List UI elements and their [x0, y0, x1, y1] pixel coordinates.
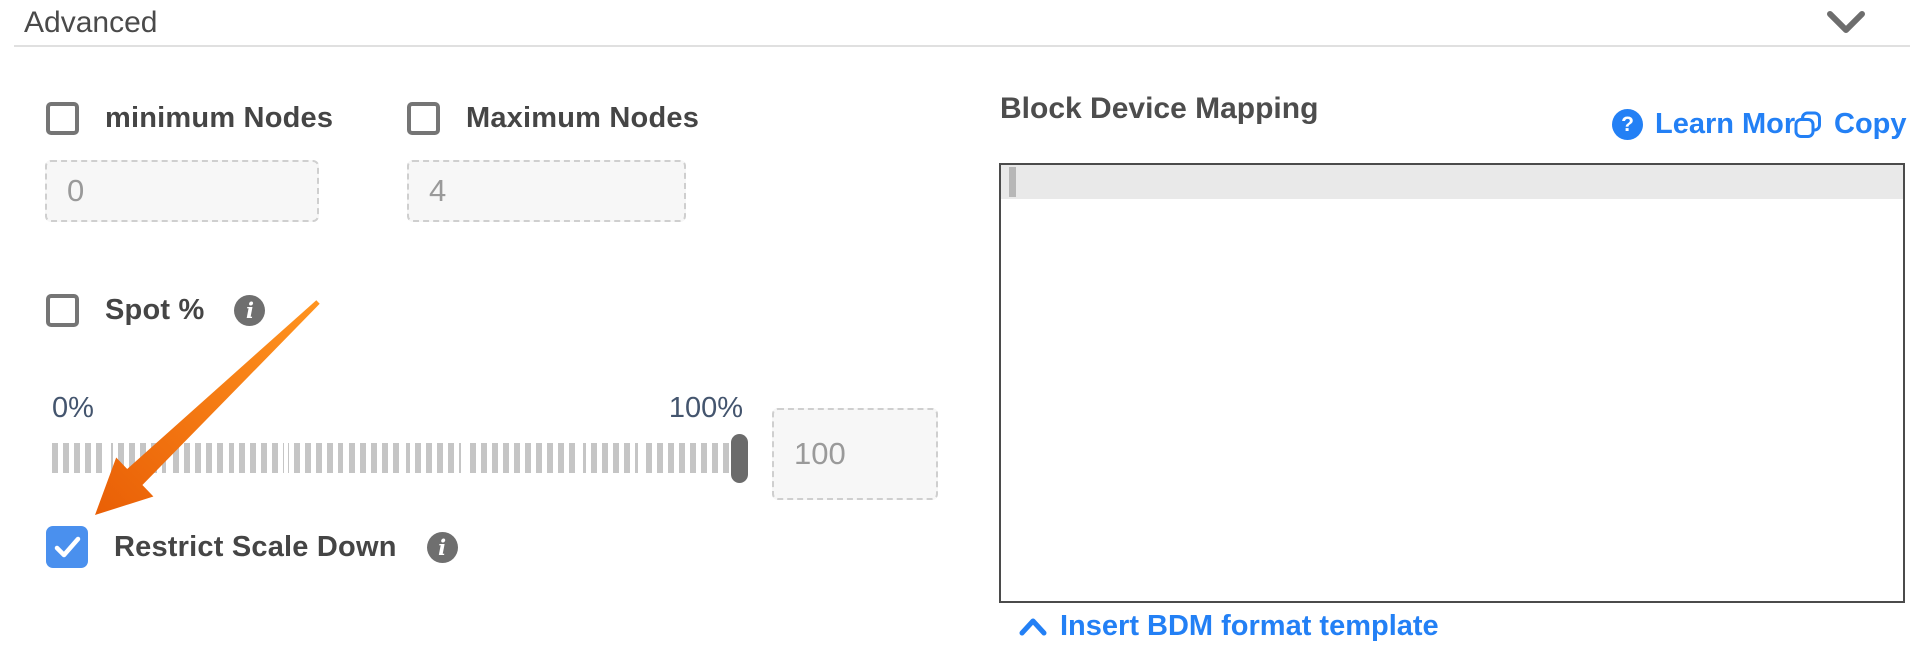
minimum-nodes-row: minimum Nodes: [46, 102, 333, 135]
slider-min-label: 0%: [52, 392, 94, 424]
minimum-nodes-checkbox[interactable]: [46, 102, 79, 135]
copy-label: Copy: [1834, 108, 1907, 140]
insert-bdm-template-label: Insert BDM format template: [1060, 610, 1439, 642]
maximum-nodes-checkbox[interactable]: [407, 102, 440, 135]
spot-row: Spot % i: [46, 294, 266, 327]
info-icon[interactable]: i: [234, 295, 266, 326]
bdm-title: Block Device Mapping: [1000, 92, 1319, 125]
copy-button[interactable]: Copy: [1794, 108, 1907, 141]
spot-percentage-input[interactable]: [772, 408, 938, 500]
copy-icon: [1794, 111, 1821, 138]
bdm-editor[interactable]: [999, 163, 1905, 603]
restrict-scale-down-checkbox[interactable]: [46, 526, 88, 568]
checkmark-icon: [54, 536, 81, 558]
editor-active-line: [1001, 165, 1903, 199]
learn-more-link[interactable]: ? Learn More: [1612, 108, 1811, 141]
question-icon: ?: [1612, 109, 1643, 140]
chevron-down-icon[interactable]: [1826, 8, 1866, 36]
maximum-nodes-input[interactable]: [407, 160, 686, 222]
slider-max-label: 100%: [668, 392, 743, 424]
info-icon[interactable]: i: [426, 531, 458, 563]
restrict-scale-down-label: Restrict Scale Down: [114, 530, 397, 563]
section-divider: [14, 45, 1910, 47]
minimum-nodes-input[interactable]: [45, 160, 319, 222]
slider-handle[interactable]: [731, 434, 748, 483]
spot-percentage-slider[interactable]: [52, 443, 740, 473]
editor-caret: [1009, 167, 1016, 197]
chevron-up-icon: [1019, 618, 1047, 635]
insert-bdm-template-link[interactable]: Insert BDM format template: [1018, 610, 1439, 643]
spot-checkbox[interactable]: [46, 294, 79, 327]
minimum-nodes-label: minimum Nodes: [105, 102, 334, 134]
learn-more-label: Learn More: [1655, 108, 1812, 140]
accordion-title: Advanced: [24, 6, 158, 39]
maximum-nodes-row: Maximum Nodes: [407, 102, 699, 135]
restrict-scale-down-row: Restrict Scale Down i: [46, 526, 458, 568]
maximum-nodes-label: Maximum Nodes: [466, 102, 700, 134]
spot-label: Spot %: [105, 294, 205, 326]
